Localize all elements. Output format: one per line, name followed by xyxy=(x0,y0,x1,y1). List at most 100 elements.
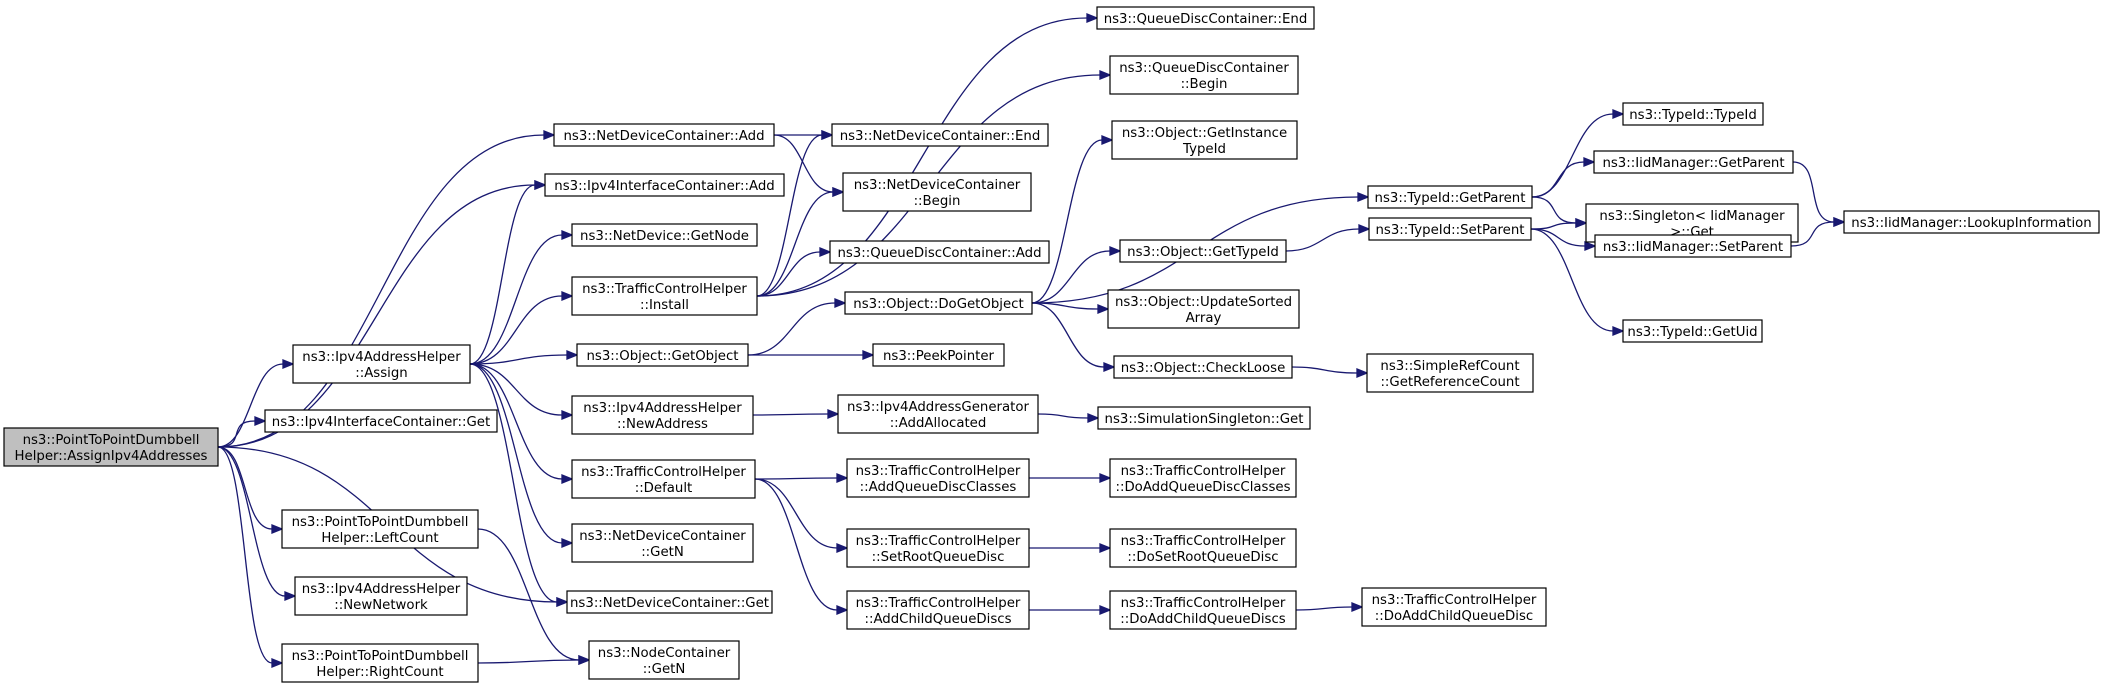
edge-obj-dogetobject-to-obj-gettypeid xyxy=(1031,246,1122,304)
node-box xyxy=(1109,55,1299,95)
node-box xyxy=(1097,406,1311,430)
node-typeid-typeid[interactable]: ns3::TypeId::TypeId xyxy=(1622,102,1764,126)
node-label: Helper::AssignIpv4Addresses xyxy=(15,449,208,464)
node-label: ::Default xyxy=(635,481,693,496)
node-p2p-rightcount[interactable]: ns3::PointToPointDumbbellHelper::RightCo… xyxy=(281,643,479,683)
node-qdc-end[interactable]: ns3::QueueDiscContainer::End xyxy=(1096,6,1315,30)
node-label: ::DoAddChildQueueDisc xyxy=(1375,609,1533,624)
node-label: ns3::QueueDiscContainer::End xyxy=(1104,12,1308,27)
node-box xyxy=(576,343,749,367)
node-box xyxy=(3,427,219,467)
edge-obj-checkloose-to-src-getreferencecount xyxy=(1291,366,1369,378)
node-label: Array xyxy=(1186,311,1222,326)
node-tch-default[interactable]: ns3::TrafficControlHelper::Default xyxy=(571,459,756,499)
node-qdc-add[interactable]: ns3::QueueDiscContainer::Add xyxy=(829,240,1050,264)
node-label: ns3::Ipv4AddressHelper xyxy=(302,582,461,597)
node-iah-newaddress[interactable]: ns3::Ipv4AddressHelper::NewAddress xyxy=(571,395,754,435)
node-typeid-setparent[interactable]: ns3::TypeId::SetParent xyxy=(1368,217,1532,241)
edge-tch-install-to-qdc-end xyxy=(756,13,1099,297)
node-label: ns3::NetDeviceContainer xyxy=(579,529,746,544)
node-label: ns3::NetDeviceContainer::End xyxy=(840,129,1041,144)
node-label: ns3::QueueDiscContainer xyxy=(1119,61,1289,76)
node-tch-doaddchildqueuedisc[interactable]: ns3::TrafficControlHelper::DoAddChildQue… xyxy=(1361,587,1547,627)
node-label: ns3::NetDeviceContainer::Add xyxy=(563,129,764,144)
node-label: ns3::TrafficControlHelper xyxy=(1121,596,1286,611)
node-tch-addqueuediscclasses[interactable]: ns3::TrafficControlHelper::AddQueueDiscC… xyxy=(846,458,1030,498)
edge-iah-assign-to-iic-add xyxy=(469,180,547,365)
node-root[interactable]: ns3::PointToPointDumbbellHelper::AssignI… xyxy=(3,427,219,467)
node-label: ns3::TypeId::TypeId xyxy=(1629,108,1757,123)
node-ndc-getn[interactable]: ns3::NetDeviceContainer::GetN xyxy=(571,523,754,563)
node-obj-checkloose[interactable]: ns3::Object::CheckLoose xyxy=(1113,355,1293,379)
edge-typeid-setparent-to-iidm-setparent xyxy=(1530,228,1597,251)
node-tch-doaddchildqueuediscs[interactable]: ns3::TrafficControlHelper::DoAddChildQue… xyxy=(1109,590,1297,630)
node-box xyxy=(571,276,758,316)
node-label: ns3::Singleton< IidManager xyxy=(1599,209,1785,224)
node-box xyxy=(1111,120,1298,160)
edge-tch-addqueuediscclasses-to-tch-doaddqueuediscclasses xyxy=(1029,473,1112,483)
node-box xyxy=(844,291,1033,315)
node-ndc-begin[interactable]: ns3::NetDeviceContainer::Begin xyxy=(842,172,1032,212)
node-simsingleton-get[interactable]: ns3::SimulationSingleton::Get xyxy=(1097,406,1311,430)
node-iidm-lookupinformation[interactable]: ns3::IidManager::LookupInformation xyxy=(1843,210,2100,234)
node-label: ::GetN xyxy=(641,545,684,560)
node-typeid-getparent[interactable]: ns3::TypeId::GetParent xyxy=(1367,185,1533,209)
node-box xyxy=(829,240,1050,264)
edge-iah-assign-to-tch-default xyxy=(469,363,574,484)
edge-obj-getobject-to-obj-dogetobject xyxy=(747,298,847,356)
node-iah-newnetwork[interactable]: ns3::Ipv4AddressHelper::NewNetwork xyxy=(294,576,468,616)
edge-iidm-setparent-to-iidm-lookupinformation xyxy=(1790,217,1846,247)
node-iidm-getparent[interactable]: ns3::IidManager::GetParent xyxy=(1593,150,1794,174)
node-ndc-add[interactable]: ns3::NetDeviceContainer::Add xyxy=(553,123,775,147)
node-box xyxy=(566,590,773,614)
node-tch-setrootqueuedisc[interactable]: ns3::TrafficControlHelper::SetRootQueueD… xyxy=(846,528,1030,568)
node-obj-dogetobject[interactable]: ns3::Object::DoGetObject xyxy=(844,291,1033,315)
node-tch-doaddqueuediscclasses[interactable]: ns3::TrafficControlHelper::DoAddQueueDis… xyxy=(1109,458,1297,498)
node-nd-getnode[interactable]: ns3::NetDevice::GetNode xyxy=(571,223,758,247)
node-iidm-setparent[interactable]: ns3::IidManager::SetParent xyxy=(1594,234,1792,258)
node-box xyxy=(544,173,785,197)
node-box xyxy=(846,528,1030,568)
node-iic-add[interactable]: ns3::Ipv4InterfaceContainer::Add xyxy=(544,173,785,197)
node-obj-gettypeid[interactable]: ns3::Object::GetTypeId xyxy=(1119,239,1287,263)
edge-obj-gettypeid-to-typeid-setparent xyxy=(1285,224,1371,252)
node-qdc-begin[interactable]: ns3::QueueDiscContainer::Begin xyxy=(1109,55,1299,95)
node-iah-assign[interactable]: ns3::Ipv4AddressHelper::Assign xyxy=(292,344,471,384)
node-label: ::GetReferenceCount xyxy=(1380,375,1519,390)
node-iic-get[interactable]: ns3::Ipv4InterfaceContainer::Get xyxy=(264,409,498,433)
node-label: ::GetN xyxy=(643,662,686,677)
node-iag-addallocated[interactable]: ns3::Ipv4AddressGenerator::AddAllocated xyxy=(837,394,1039,434)
node-label: ns3::IidManager::GetParent xyxy=(1602,156,1784,171)
node-peekpointer[interactable]: ns3::PeekPointer xyxy=(872,343,1005,367)
node-box xyxy=(553,123,775,147)
node-label: ns3::TrafficControlHelper xyxy=(856,534,1021,549)
edge-tch-addchildqueuediscs-to-tch-doaddchildqueuediscs xyxy=(1029,605,1112,615)
node-label: ns3::SimpleRefCount xyxy=(1380,359,1519,374)
node-ndc-get[interactable]: ns3::NetDeviceContainer::Get xyxy=(566,590,773,614)
node-label: ::Begin xyxy=(914,194,961,209)
node-label: ns3::Ipv4InterfaceContainer::Get xyxy=(272,415,490,430)
edge-tch-install-to-qdc-add xyxy=(756,247,832,297)
node-box xyxy=(1367,185,1533,209)
node-typeid-getuid[interactable]: ns3::TypeId::GetUid xyxy=(1622,319,1763,343)
node-p2p-leftcount[interactable]: ns3::PointToPointDumbbellHelper::LeftCou… xyxy=(281,509,479,549)
edge-tch-doaddchildqueuediscs-to-tch-doaddchildqueuedisc xyxy=(1295,602,1364,612)
edge-iah-assign-to-obj-getobject xyxy=(469,350,579,365)
node-label: ::AddAllocated xyxy=(890,416,987,431)
node-box xyxy=(1109,590,1297,630)
node-tch-addchildqueuediscs[interactable]: ns3::TrafficControlHelper::AddChildQueue… xyxy=(846,590,1030,630)
nodes-layer: ns3::PointToPointDumbbellHelper::AssignI… xyxy=(3,6,2100,683)
node-label: ns3::PeekPointer xyxy=(883,349,995,364)
node-box xyxy=(294,576,468,616)
node-box xyxy=(1113,355,1293,379)
node-label: ::DoAddQueueDiscClasses xyxy=(1115,480,1290,495)
node-src-getreferencecount[interactable]: ns3::SimpleRefCount::GetReferenceCount xyxy=(1366,353,1534,393)
node-obj-getobject[interactable]: ns3::Object::GetObject xyxy=(576,343,749,367)
node-tch-dosetrootqueuedisc[interactable]: ns3::TrafficControlHelper::DoSetRootQueu… xyxy=(1109,528,1297,568)
node-label: ns3::Object::UpdateSorted xyxy=(1115,295,1292,310)
node-tch-install[interactable]: ns3::TrafficControlHelper::Install xyxy=(571,276,758,316)
node-ndc-end[interactable]: ns3::NetDeviceContainer::End xyxy=(831,123,1049,147)
node-nc-getn[interactable]: ns3::NodeContainer::GetN xyxy=(588,640,740,680)
